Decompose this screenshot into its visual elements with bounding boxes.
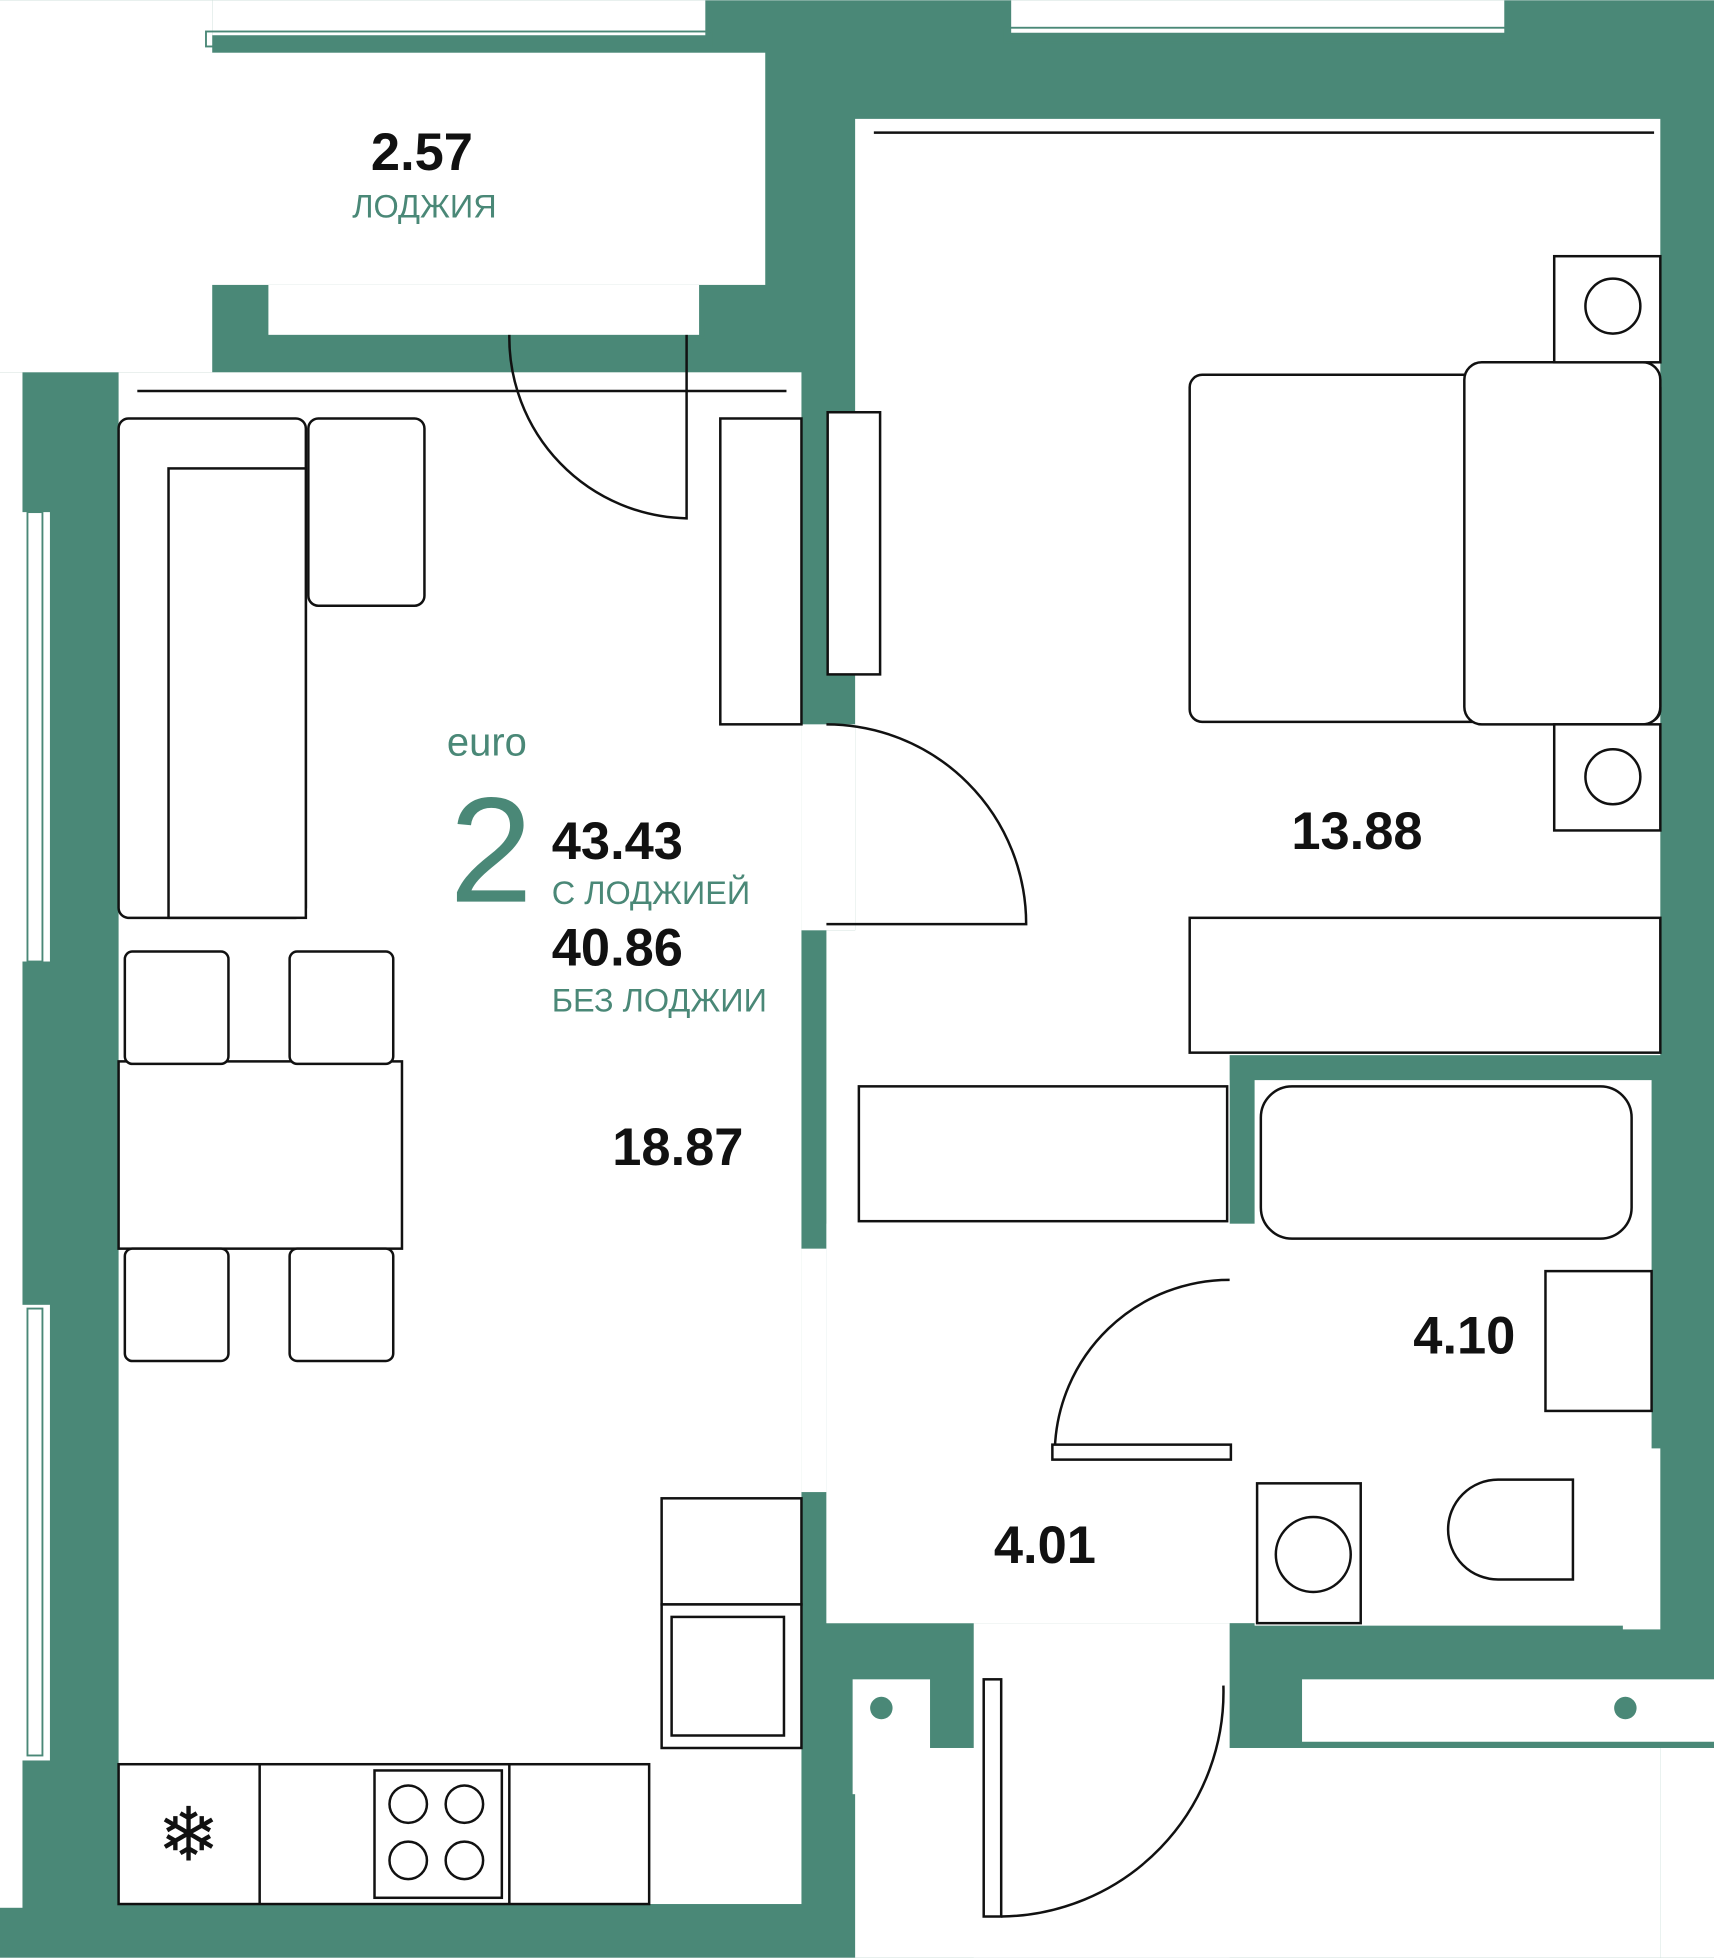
apartment-type: euro bbox=[447, 721, 527, 765]
rooms-count: 2 bbox=[449, 766, 532, 934]
living-kitchen-area: 18.87 bbox=[612, 1119, 743, 1177]
furniture: ❄ bbox=[117, 131, 1662, 1918]
windows bbox=[0, 0, 1505, 1761]
area-with-loggia-label: С ЛОДЖИЕЙ bbox=[552, 874, 750, 911]
area-with-loggia: 43.43 bbox=[552, 813, 683, 871]
loggia-label: ЛОДЖИЯ bbox=[352, 188, 496, 224]
loggia bbox=[153, 52, 766, 285]
bathroom-area: 4.10 bbox=[1413, 1308, 1515, 1366]
bedroom-area: 13.88 bbox=[1291, 803, 1422, 861]
hallway-area: 4.01 bbox=[994, 1517, 1096, 1575]
loggia-area: 2.57 bbox=[371, 124, 473, 182]
area-without-loggia: 40.86 bbox=[552, 919, 683, 977]
area-without-loggia-label: БЕЗ ЛОДЖИИ bbox=[552, 982, 767, 1018]
snowflake-icon: ❄ bbox=[157, 1792, 220, 1876]
